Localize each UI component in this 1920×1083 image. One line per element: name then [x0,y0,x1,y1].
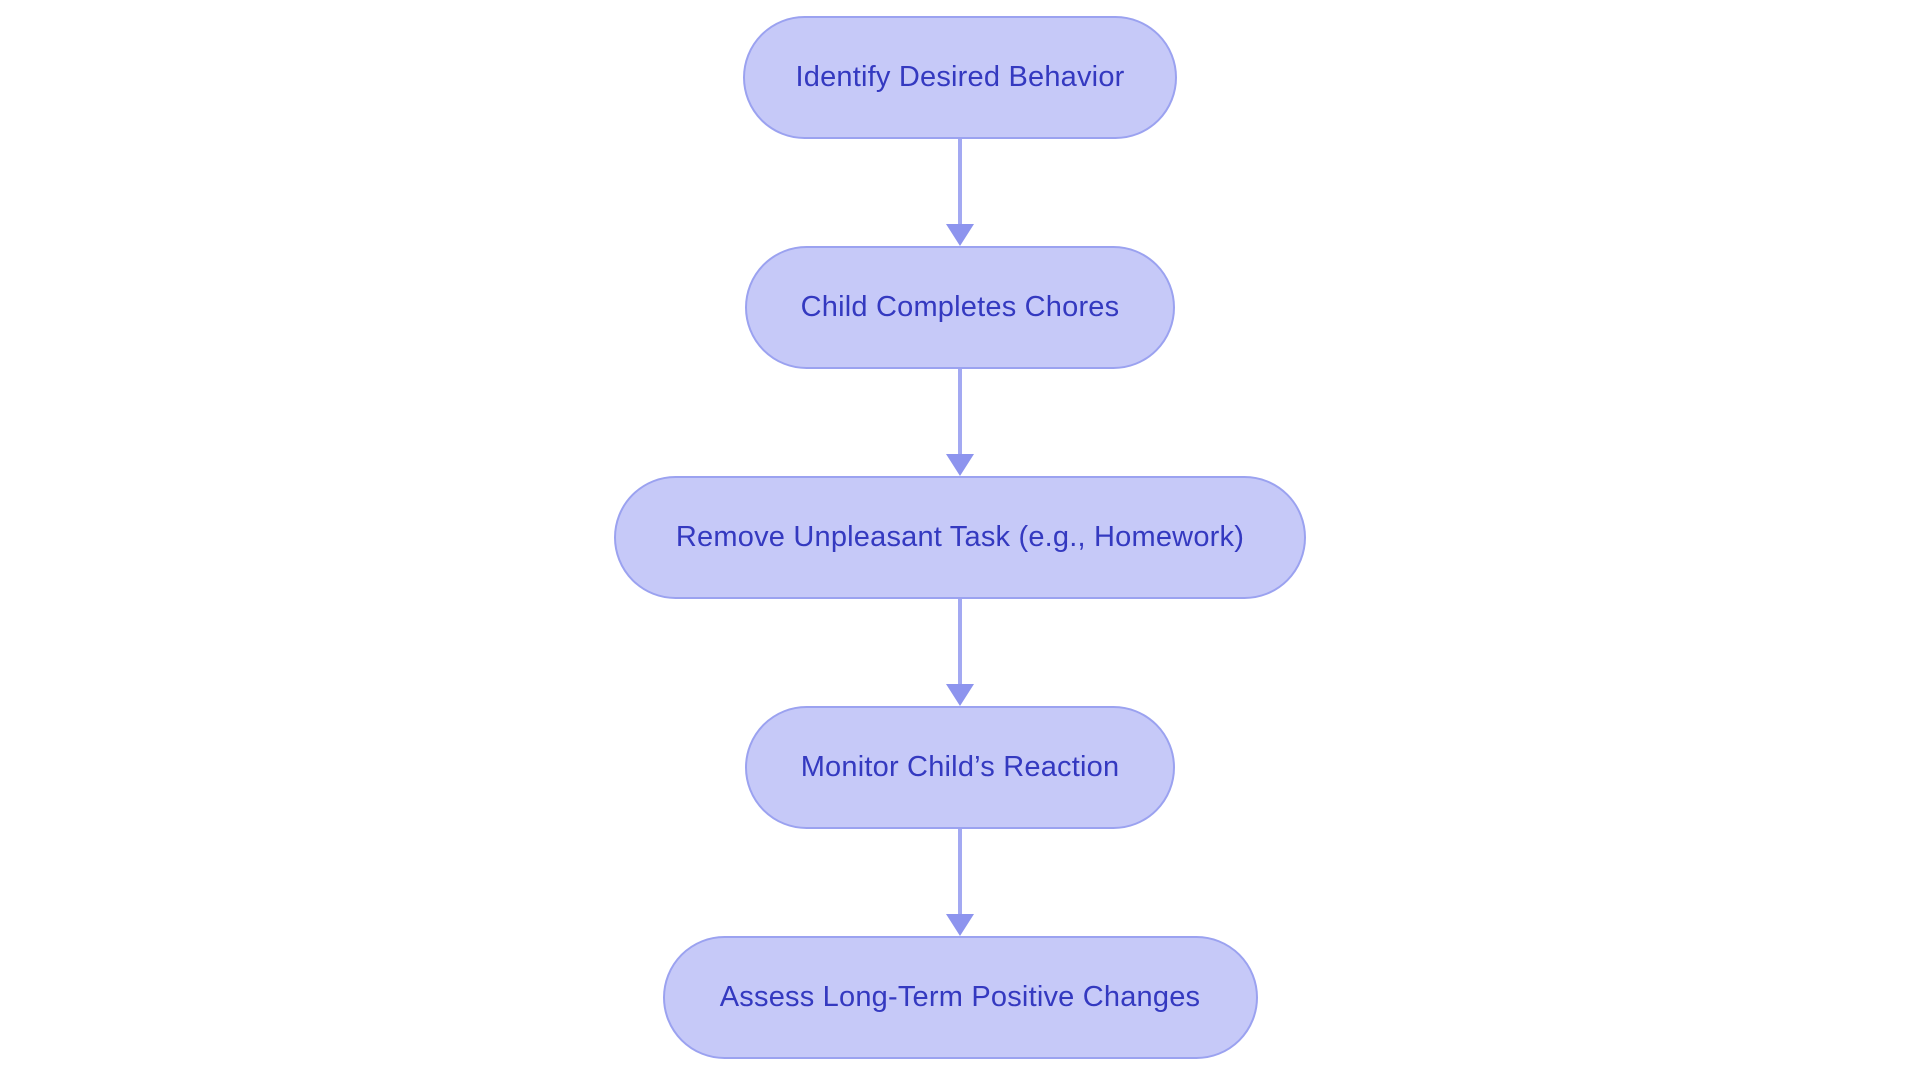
flow-node-assess-long-term-positive-changes: Assess Long-Term Positive Changes [662,936,1258,1059]
flow-edge-n3-n4 [946,599,974,706]
node-label: Identify Desired Behavior [795,61,1125,93]
flow-node-monitor-childs-reaction: Monitor Child’s Reaction [745,706,1175,829]
arrow-shaft [958,829,962,914]
node-label: Remove Unpleasant Task (e.g., Homework) [675,521,1245,553]
flow-edge-n2-n3 [946,369,974,476]
node-label: Child Completes Chores [800,291,1120,323]
arrow-shaft [958,369,962,454]
flow-node-remove-unpleasant-task: Remove Unpleasant Task (e.g., Homework) [614,476,1306,599]
flow-node-child-completes-chores: Child Completes Chores [745,246,1175,369]
arrow-shaft [958,599,962,684]
node-label: Monitor Child’s Reaction [800,751,1120,783]
arrow-down-icon [946,684,974,706]
arrow-down-icon [946,454,974,476]
node-label: Assess Long-Term Positive Changes [719,981,1201,1013]
flow-edge-n1-n2 [946,139,974,246]
arrow-down-icon [946,224,974,246]
flow-edge-n4-n5 [946,829,974,936]
arrow-shaft [958,139,962,224]
flow-node-identify-desired-behavior: Identify Desired Behavior [743,16,1177,139]
arrow-down-icon [946,914,974,936]
